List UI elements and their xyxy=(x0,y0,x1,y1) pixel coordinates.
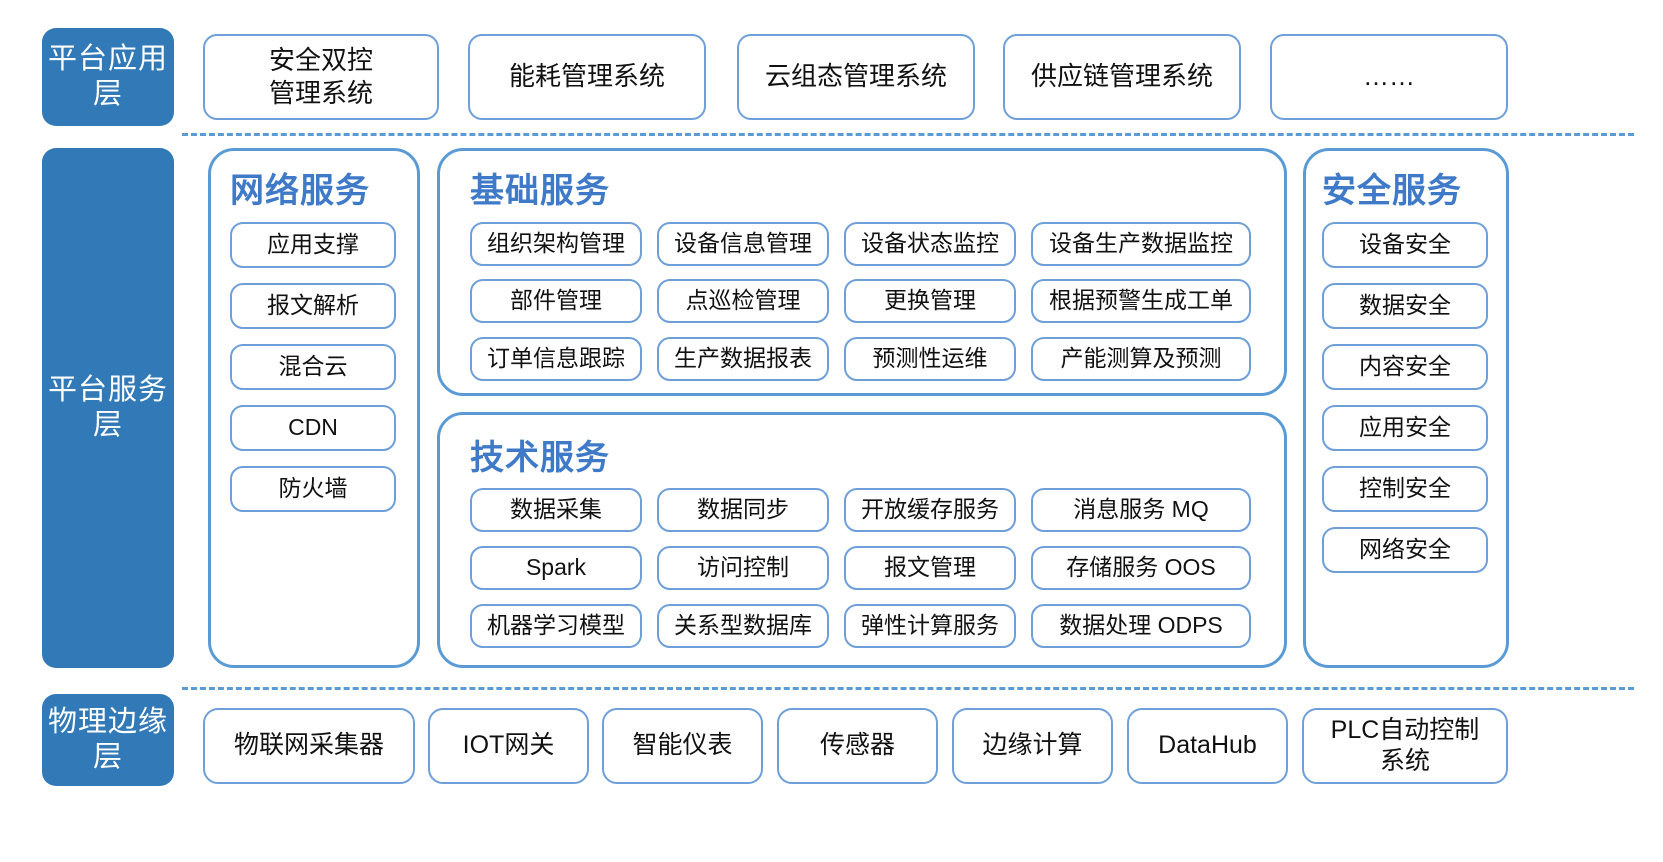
chip-tech-1[interactable]: 数据采集 xyxy=(470,488,642,532)
edge-box-7[interactable]: PLC自动控制系统 xyxy=(1302,708,1508,784)
chip-basic-4[interactable]: 设备生产数据监控 xyxy=(1031,222,1251,266)
chip-security-4[interactable]: 应用安全 xyxy=(1322,405,1488,451)
chip-basic-8[interactable]: 根据预警生成工单 xyxy=(1031,279,1251,323)
chip-basic-1[interactable]: 组织架构管理 xyxy=(470,222,642,266)
chip-tech-7[interactable]: 报文管理 xyxy=(844,546,1016,590)
layer-label-physical-edge: 物理边缘层 xyxy=(42,694,174,786)
chip-basic-2[interactable]: 设备信息管理 xyxy=(657,222,829,266)
app-box-2[interactable]: 能耗管理系统 xyxy=(468,34,706,120)
app-box-4[interactable]: 供应链管理系统 xyxy=(1003,34,1241,120)
chip-network-3[interactable]: 混合云 xyxy=(230,344,396,390)
edge-box-3[interactable]: 智能仪表 xyxy=(602,708,763,784)
app-box-3[interactable]: 云组态管理系统 xyxy=(737,34,975,120)
chip-tech-12[interactable]: 数据处理 ODPS xyxy=(1031,604,1251,648)
app-box-5[interactable]: …… xyxy=(1270,34,1508,120)
chip-security-5[interactable]: 控制安全 xyxy=(1322,466,1488,512)
chip-basic-5[interactable]: 部件管理 xyxy=(470,279,642,323)
chip-tech-2[interactable]: 数据同步 xyxy=(657,488,829,532)
group-title-security-service: 安全服务 xyxy=(1322,172,1462,210)
chip-basic-6[interactable]: 点巡检管理 xyxy=(657,279,829,323)
group-title-network-service: 网络服务 xyxy=(230,172,370,210)
app-box-1[interactable]: 安全双控管理系统 xyxy=(203,34,439,120)
group-title-technical-service: 技术服务 xyxy=(470,439,610,477)
chip-security-6[interactable]: 网络安全 xyxy=(1322,527,1488,573)
edge-box-1[interactable]: 物联网采集器 xyxy=(203,708,415,784)
chip-network-2[interactable]: 报文解析 xyxy=(230,283,396,329)
chip-tech-9[interactable]: 机器学习模型 xyxy=(470,604,642,648)
chip-tech-5[interactable]: Spark xyxy=(470,546,642,590)
divider-service-edge xyxy=(182,687,1634,690)
layer-label-platform-service: 平台服务层 xyxy=(42,148,174,668)
chip-basic-9[interactable]: 订单信息跟踪 xyxy=(470,337,642,381)
chip-network-1[interactable]: 应用支撑 xyxy=(230,222,396,268)
group-title-basic-service: 基础服务 xyxy=(470,172,610,210)
chip-security-3[interactable]: 内容安全 xyxy=(1322,344,1488,390)
edge-box-5[interactable]: 边缘计算 xyxy=(952,708,1113,784)
divider-application-service xyxy=(182,133,1634,136)
chip-basic-10[interactable]: 生产数据报表 xyxy=(657,337,829,381)
chip-tech-3[interactable]: 开放缓存服务 xyxy=(844,488,1016,532)
chip-network-5[interactable]: 防火墙 xyxy=(230,466,396,512)
chip-basic-11[interactable]: 预测性运维 xyxy=(844,337,1016,381)
edge-box-2[interactable]: IOT网关 xyxy=(428,708,589,784)
chip-basic-3[interactable]: 设备状态监控 xyxy=(844,222,1016,266)
chip-tech-10[interactable]: 关系型数据库 xyxy=(657,604,829,648)
chip-basic-12[interactable]: 产能测算及预测 xyxy=(1031,337,1251,381)
chip-network-4[interactable]: CDN xyxy=(230,405,396,451)
layer-label-application: 平台应用层 xyxy=(42,28,174,126)
chip-security-2[interactable]: 数据安全 xyxy=(1322,283,1488,329)
chip-tech-8[interactable]: 存储服务 OOS xyxy=(1031,546,1251,590)
chip-security-1[interactable]: 设备安全 xyxy=(1322,222,1488,268)
edge-box-4[interactable]: 传感器 xyxy=(777,708,938,784)
chip-tech-6[interactable]: 访问控制 xyxy=(657,546,829,590)
chip-tech-4[interactable]: 消息服务 MQ xyxy=(1031,488,1251,532)
edge-box-6[interactable]: DataHub xyxy=(1127,708,1288,784)
chip-basic-7[interactable]: 更换管理 xyxy=(844,279,1016,323)
chip-tech-11[interactable]: 弹性计算服务 xyxy=(844,604,1016,648)
